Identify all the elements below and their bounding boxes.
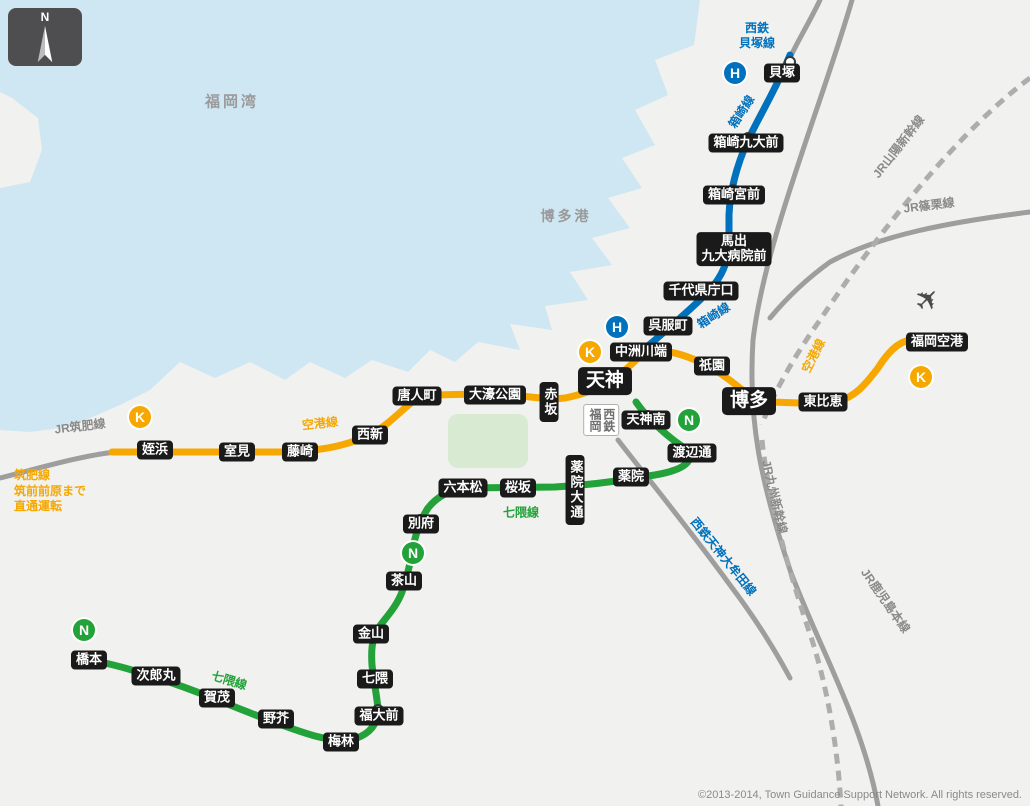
- line-label: JR篠栗線: [902, 195, 956, 216]
- station-badge: 別府: [402, 514, 440, 534]
- through-service-note: 筑肥線 筑前前原まで 直通運転: [14, 468, 87, 514]
- line-symbol-k: K: [910, 366, 932, 388]
- line-label: 西鉄 貝塚線: [738, 21, 776, 50]
- line-label: 箱崎線: [725, 92, 758, 131]
- line-label: JR筑肥線: [53, 416, 107, 437]
- station-badge: 姪浜: [136, 440, 174, 460]
- line-label: 七隈線: [502, 505, 540, 520]
- station-badge: 箱崎九大前: [708, 133, 784, 153]
- line-label: JR山陽新幹線: [869, 112, 928, 181]
- line-label: JR鹿児島本線: [858, 565, 913, 636]
- station-badge: 唐人町: [392, 386, 442, 406]
- station-badge: 東比恵: [798, 392, 848, 412]
- line-symbol-k: K: [129, 406, 151, 428]
- station-badge: 千代県庁口: [663, 281, 739, 301]
- line-symbol-n: N: [678, 409, 700, 431]
- jr-kyushu-shinkansen-path: [759, 439, 844, 806]
- line-label: 箱崎線: [694, 299, 733, 332]
- line-label: 西鉄天神大牟田線: [687, 514, 760, 599]
- line-label: JR九州新幹線: [759, 458, 790, 536]
- line-label: 空港線: [301, 414, 339, 433]
- station-badge: 天神: [577, 367, 633, 395]
- compass-needle-icon: [37, 25, 53, 63]
- line-symbol-h: H: [606, 316, 628, 338]
- station-badge: 天神南: [621, 410, 671, 430]
- ohori-park-shape: [448, 414, 528, 468]
- line-symbol-h: H: [724, 62, 746, 84]
- station-badge: 薬院: [612, 467, 650, 487]
- station-badge: 七隈: [356, 669, 394, 689]
- station-badge: 薬院大通: [565, 455, 585, 525]
- line-symbol-n: N: [402, 542, 424, 564]
- station-badge: 福岡空港: [905, 332, 969, 352]
- jr-chikuhi-line-path: [0, 449, 118, 481]
- station-badge: 茶山: [385, 571, 423, 591]
- line-label: 空港線: [799, 336, 828, 375]
- station-badge: 梅林: [322, 732, 360, 752]
- station-badge: 中洲川端: [609, 342, 673, 362]
- station-badge: 藤崎: [281, 442, 319, 462]
- compass: N: [8, 8, 82, 66]
- sea-shape: [0, 0, 700, 432]
- station-badge: 室見: [218, 442, 256, 462]
- station-badge: 祇園: [693, 356, 731, 376]
- station-badge: 次郎丸: [131, 666, 181, 686]
- station-badge: 赤坂: [539, 382, 559, 422]
- station-badge: 六本松: [438, 478, 488, 498]
- compass-north-label: N: [40, 10, 50, 24]
- station-badge: 金山: [352, 624, 390, 644]
- station-badge: 西新: [351, 425, 389, 445]
- line-symbol-n: N: [73, 619, 95, 641]
- station-badge: 桜坂: [499, 478, 537, 498]
- station-badge: 渡辺通: [667, 443, 717, 463]
- copyright-text: ©2013-2014, Town Guidance Support Networ…: [697, 789, 1022, 801]
- station-badge: 呉服町: [643, 316, 693, 336]
- station-badge: 箱崎宮前: [702, 185, 766, 205]
- station-badge: 大濠公園: [463, 385, 527, 405]
- station-badge: 博多: [721, 387, 777, 415]
- station-badge: 賀茂: [198, 688, 236, 708]
- nanakuma-line-path: [85, 398, 693, 744]
- jr-sasaguri-line-path: [767, 209, 1030, 321]
- fukuoka-bay-label: 福岡湾: [204, 93, 260, 111]
- nishitetsu-fukuoka-station-box: 西鉄 福岡: [583, 404, 619, 436]
- line-symbol-k: K: [579, 341, 601, 363]
- station-badge: 野芥: [257, 709, 295, 729]
- station-badge: 貝塚: [763, 63, 801, 83]
- hakata-port-label: 博多港: [540, 208, 592, 224]
- station-badge: 橋本: [70, 650, 108, 670]
- station-badge: 福大前: [354, 706, 404, 726]
- jr-sanyo-shinkansen-path: [759, 75, 1030, 426]
- station-badge: 馬出 九大病院前: [696, 232, 772, 266]
- jr-kagoshima-main-line-path: [749, 0, 881, 806]
